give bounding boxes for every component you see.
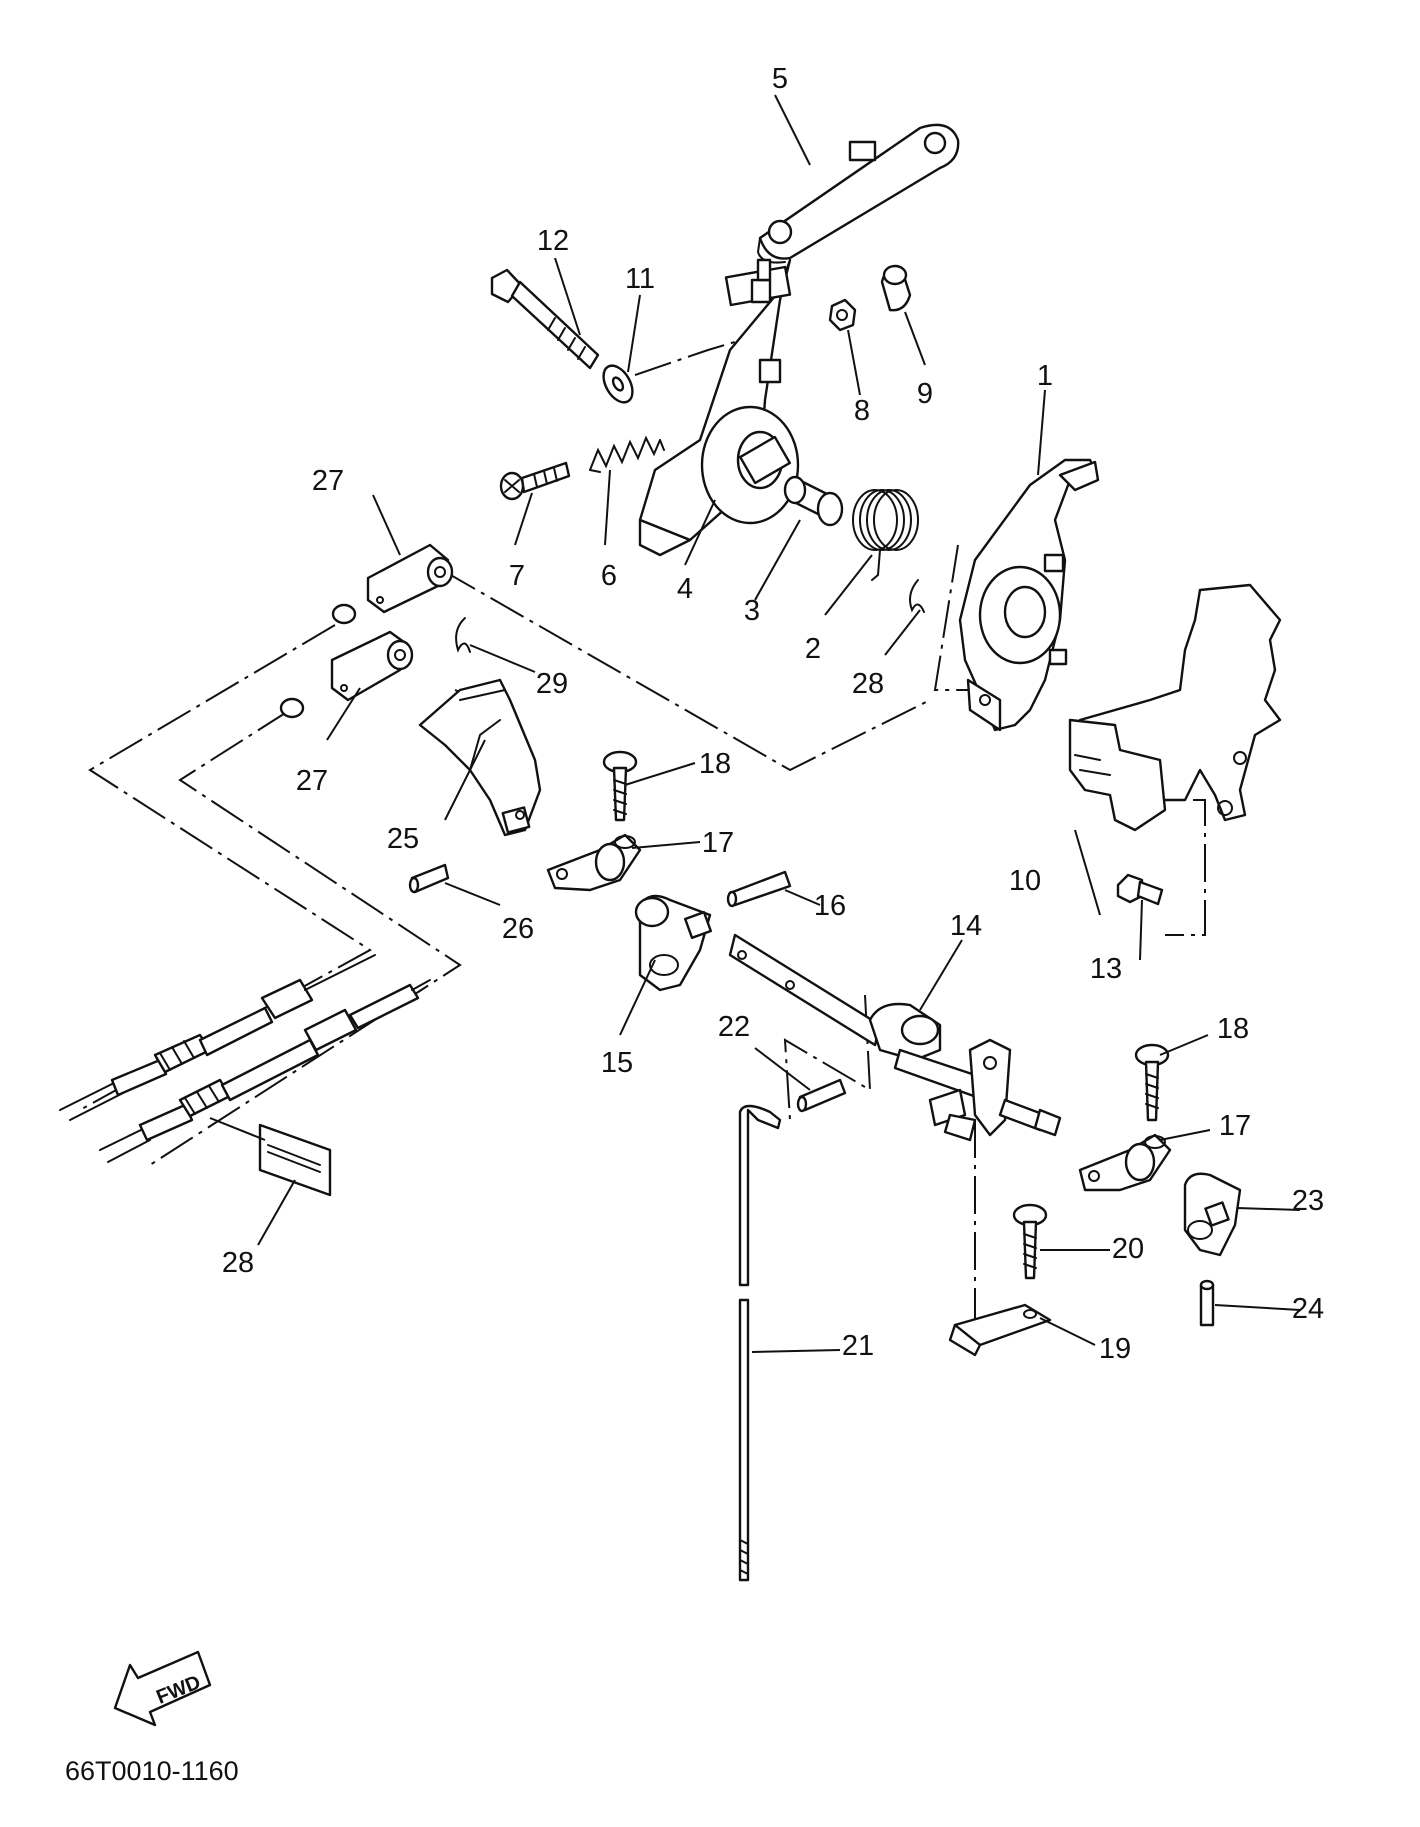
part-18-bolt-right bbox=[1134, 1043, 1170, 1122]
callout-15: 15 bbox=[601, 1047, 633, 1079]
callout-14: 14 bbox=[950, 910, 982, 942]
callout-28-left: 29 bbox=[536, 668, 568, 700]
part-27-joint-lower bbox=[330, 630, 414, 702]
part-26-pin bbox=[408, 863, 450, 894]
part-17-clamp-right bbox=[1078, 1133, 1172, 1192]
callout-25: 25 bbox=[387, 823, 419, 855]
part-11-washer bbox=[602, 364, 634, 404]
part-20-screw bbox=[1012, 1203, 1048, 1280]
part-18-bolt-upper bbox=[602, 750, 638, 822]
callout-20: 20 bbox=[1112, 1233, 1144, 1265]
part-16-pin bbox=[726, 870, 792, 908]
callout-28-right: 28 bbox=[852, 668, 884, 700]
callout-23: 23 bbox=[1292, 1185, 1324, 1217]
diagram-code: 66T0010-1160 bbox=[65, 1756, 239, 1786]
part-4-lever bbox=[638, 258, 800, 557]
callout-8: 8 bbox=[854, 395, 870, 427]
callout-9: 9 bbox=[917, 378, 933, 410]
callout-18-right: 18 bbox=[1217, 1013, 1249, 1045]
callout-27-upper: 27 bbox=[312, 465, 344, 497]
callout-10: 10 bbox=[1009, 865, 1041, 897]
fwd-direction-arrow: FWD bbox=[113, 1650, 212, 1727]
part-21-long-rod bbox=[738, 1104, 782, 1582]
assembly-reference-lines bbox=[79, 334, 1206, 1330]
part-10-bracket bbox=[1068, 583, 1282, 832]
callout-11: 11 bbox=[625, 263, 655, 295]
cable-lower bbox=[99, 979, 431, 1163]
part-29-cable-band bbox=[258, 1123, 332, 1197]
part-12-bolt bbox=[490, 268, 600, 370]
part-15-shift-cam bbox=[634, 894, 713, 992]
part-17-clamp-upper bbox=[546, 833, 642, 892]
callout-4: 4 bbox=[677, 573, 693, 605]
callout-24: 24 bbox=[1292, 1293, 1324, 1325]
part-7-screw bbox=[499, 461, 571, 501]
part-5-link bbox=[756, 123, 960, 264]
callout-6: 6 bbox=[601, 560, 617, 592]
part-9-collar bbox=[880, 264, 912, 312]
part-25-shift-lever bbox=[418, 678, 542, 837]
part-3-sleeve bbox=[783, 475, 844, 527]
callout-7: 7 bbox=[509, 560, 525, 592]
callout-2: 2 bbox=[805, 633, 821, 665]
part-8-nut bbox=[828, 298, 857, 332]
callout-26: 26 bbox=[502, 913, 534, 945]
leader-lines bbox=[209, 94, 1301, 1353]
callout-5: 5 bbox=[772, 63, 788, 95]
part-6-spring bbox=[589, 435, 665, 473]
part-27-joint-upper bbox=[366, 543, 454, 614]
part-19-plate bbox=[948, 1303, 1052, 1357]
callout-3: 3 bbox=[744, 595, 760, 627]
callout-27-lower: 27 bbox=[296, 765, 328, 797]
cable-upper bbox=[59, 954, 376, 1121]
part-28-cotter-pin bbox=[455, 579, 925, 653]
callout-17-right: 17 bbox=[1219, 1110, 1251, 1142]
callout-13: 13 bbox=[1090, 953, 1122, 985]
callout-29: 28 bbox=[222, 1247, 254, 1279]
part-2-coil-spring bbox=[852, 489, 919, 581]
callout-17-upper: 17 bbox=[702, 827, 734, 859]
callout-19: 19 bbox=[1099, 1333, 1131, 1365]
part-13-bolt bbox=[1116, 873, 1164, 906]
callout-12: 12 bbox=[537, 225, 569, 257]
part-24-pin bbox=[1199, 1279, 1215, 1327]
callout-22: 22 bbox=[718, 1011, 750, 1043]
callout-21: 21 bbox=[842, 1330, 874, 1362]
callout-18-upper: 18 bbox=[699, 748, 731, 780]
part-23-cam bbox=[1183, 1172, 1242, 1257]
callout-16: 16 bbox=[814, 890, 846, 922]
callout-labels: 5 12 11 8 9 1 27 7 6 4 3 2 28 29 27 25 1… bbox=[222, 63, 1324, 1365]
part-27-nut bbox=[279, 603, 357, 719]
part-1-control-lever bbox=[958, 458, 1100, 732]
part-14-shift-rod bbox=[728, 933, 1062, 1142]
callout-1: 1 bbox=[1037, 360, 1053, 392]
part-22-pin bbox=[796, 1078, 847, 1113]
